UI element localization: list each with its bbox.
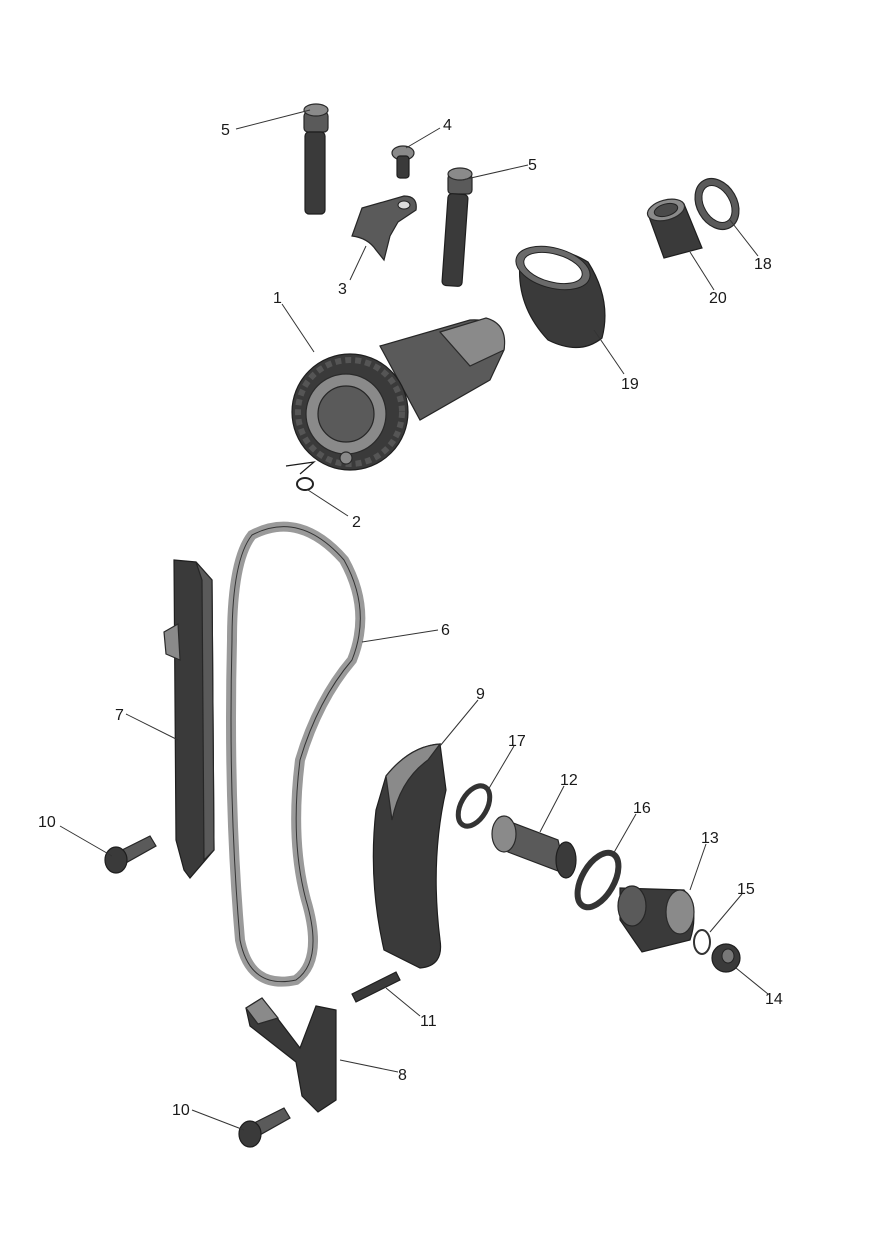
leader-lines [59,109,769,1131]
callout-1: 1 [273,290,282,307]
bolt-10-lower [238,1107,291,1148]
callout-11: 11 [420,1013,437,1030]
piston-12 [491,815,577,879]
callout-4: 4 [443,117,452,134]
callout-18: 18 [754,256,772,273]
callout-5-left: 5 [221,122,230,139]
callout-6: 6 [441,622,450,639]
callout-10-upper: 10 [38,814,56,831]
tensioner-rail-9 [372,743,447,969]
clip-2 [285,461,316,491]
callout-5-right: 5 [528,157,537,174]
callout-17: 17 [508,733,526,750]
tensioner-body-13 [617,885,695,953]
callout-7: 7 [115,707,124,724]
screw-4 [391,145,415,179]
callout-20: 20 [709,290,727,307]
callout-10-lower: 10 [172,1102,190,1119]
plug-14 [711,943,741,973]
callout-3: 3 [338,281,347,298]
callout-14: 14 [765,991,783,1008]
bolt-5-right [441,167,473,287]
callout-8: 8 [398,1067,407,1084]
callout-19: 19 [621,376,639,393]
guide-rail-7 [163,559,215,879]
ring-19 [515,245,606,349]
callout-13: 13 [701,830,719,847]
callout-15: 15 [737,881,755,898]
callout-9: 9 [476,686,485,703]
ring-18 [694,177,740,231]
bracket-3 [351,195,417,262]
pivot-bracket-8 [245,997,337,1113]
callout-labels: 5 4 5 3 1 19 2 18 20 6 7 9 10 17 12 16 1… [38,117,783,1119]
ring-15 [693,929,711,955]
callout-12: 12 [560,772,578,789]
pin-11 [351,971,401,1003]
o-ring-17 [455,783,493,829]
timing-chain-6 [226,521,366,987]
bushing-20 [646,198,703,259]
camshaft-1 [291,317,506,471]
bolt-5-left [303,103,329,215]
bolt-10-upper [104,835,157,874]
callout-2: 2 [352,514,361,531]
callout-16: 16 [633,800,651,817]
